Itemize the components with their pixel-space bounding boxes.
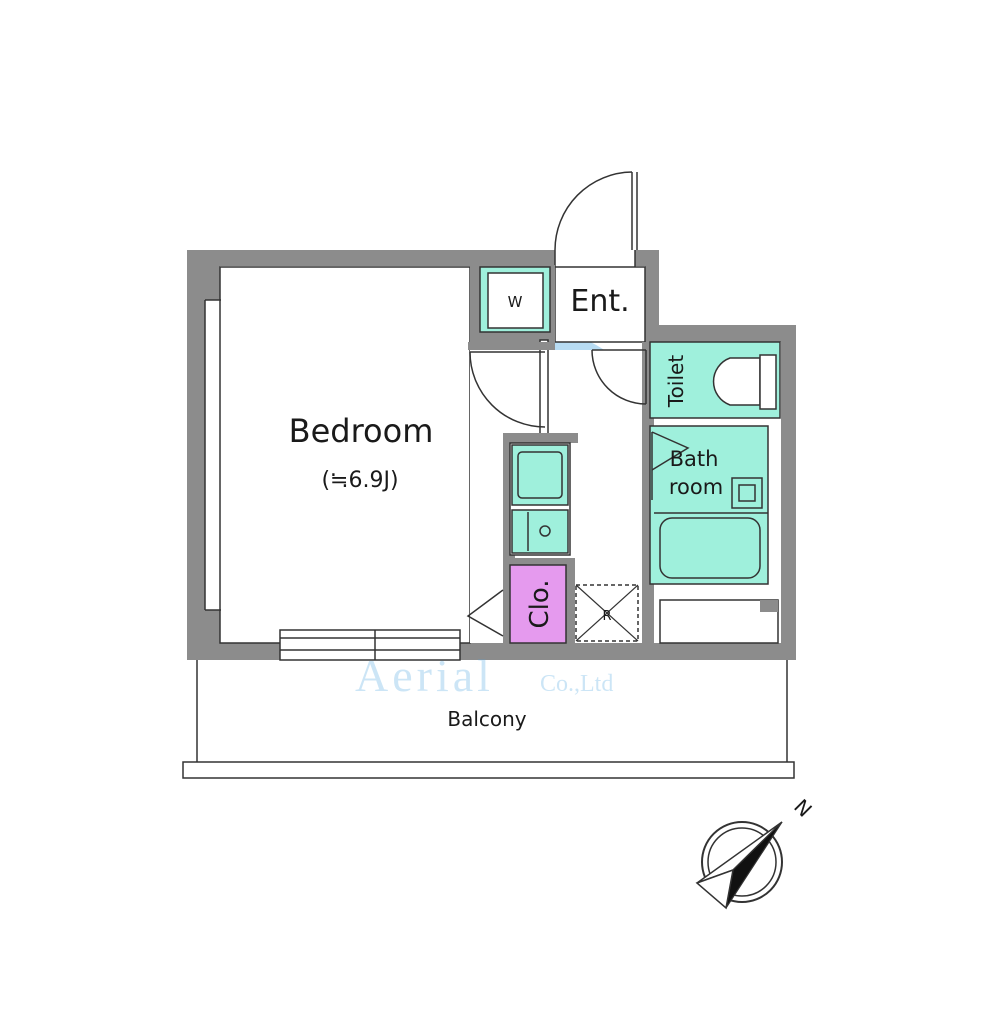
bedroom-label: Bedroom [289, 412, 434, 450]
entrance-door [554, 171, 638, 251]
balcony-window [279, 629, 461, 661]
balcony [182, 660, 795, 779]
bedroom-door [469, 351, 546, 428]
toilet-door [591, 349, 647, 405]
entrance-label: Ent. [570, 284, 629, 319]
closet-door [466, 589, 504, 637]
bathroom-door [651, 431, 690, 500]
watermark-name: Aerial [355, 650, 494, 701]
kitchen-sink [511, 444, 569, 506]
toilet-label: Toilet [664, 355, 688, 408]
watermark-suffix: Co.,Ltd [540, 671, 613, 697]
fridge-label: R [602, 609, 611, 624]
balcony-label: Balcony [447, 707, 526, 731]
kitchen-stove [511, 509, 569, 554]
toilet-bowl [712, 354, 777, 410]
bath-basin [731, 477, 763, 509]
bathtub [659, 517, 761, 579]
washer-label: W [508, 293, 523, 311]
bathroom-label-line2: room [669, 475, 723, 499]
compass-north-label: N [789, 794, 817, 822]
bedroom-area-label: (≒6.9J) [321, 468, 398, 493]
bathroom-label-line1: Bath [670, 447, 719, 471]
closet-label: Clo. [525, 579, 555, 628]
compass-icon [695, 821, 783, 910]
fridge-space: R [575, 584, 639, 642]
